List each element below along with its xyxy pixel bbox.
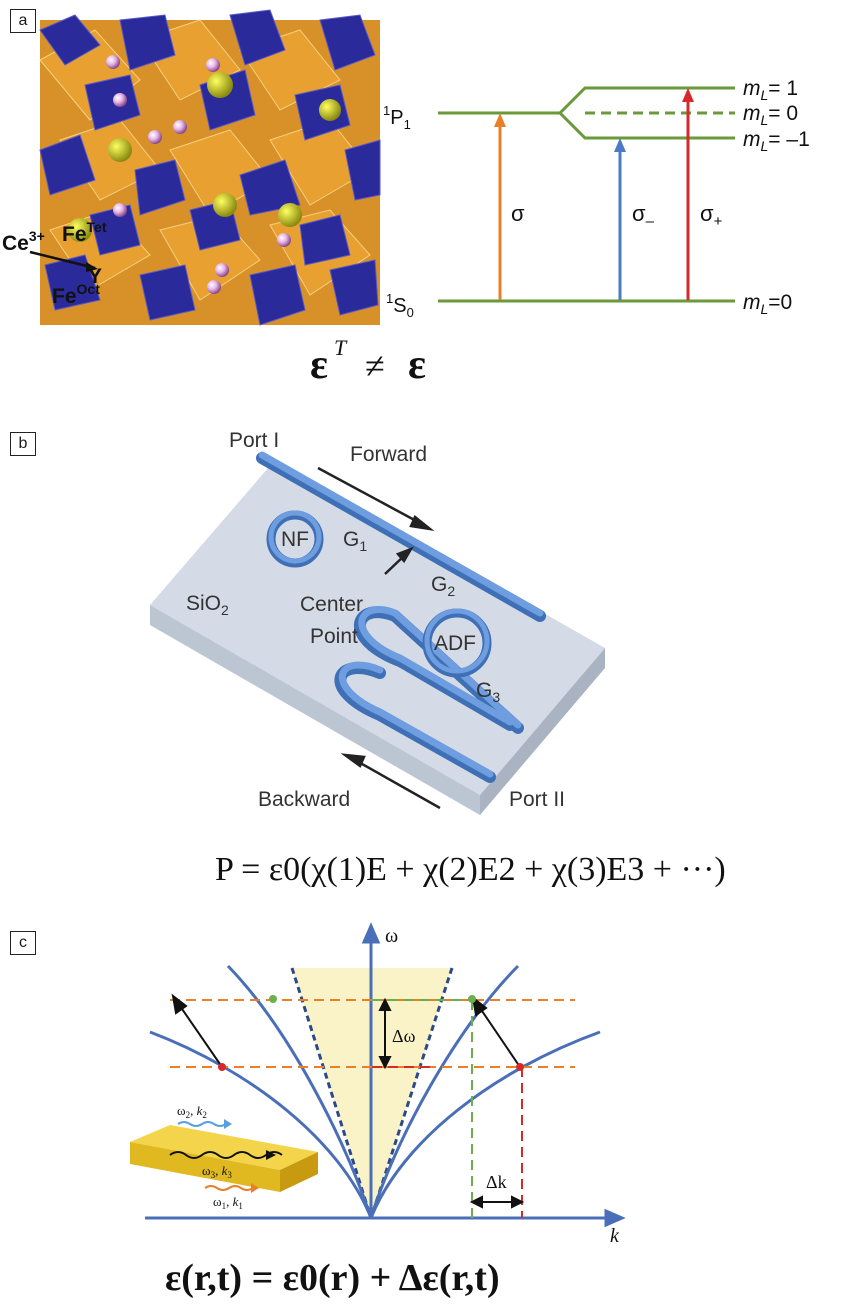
svg-text:FeTet: FeTet: [62, 219, 107, 246]
waveguide-bar: [130, 1119, 318, 1193]
delta-k-label: Δk: [486, 1172, 507, 1192]
transition-arrows: [171, 993, 525, 1209]
energy-level-diagram: [438, 86, 735, 303]
svg-text:mL=0: mL=0: [743, 291, 792, 317]
svg-text:Ce3+: Ce3+: [2, 228, 45, 255]
g2-label: G2: [431, 573, 455, 599]
port-1-label: Port I: [229, 429, 279, 452]
crystal-labels: Ce3+ FeTet Y FeOct: [2, 219, 107, 308]
dispersion-curves: [149, 964, 601, 1219]
crystal-structure: [39, 9, 381, 326]
sio2-chip: [150, 460, 605, 815]
polarization-equation: P = ε0(χ(1)E + χ(2)E2 + χ(3)E3 + ···): [215, 851, 726, 888]
svg-text:FeOct: FeOct: [52, 281, 100, 308]
omega2-k2-label: ω2, k2: [177, 1103, 207, 1120]
svg-text:T: T: [334, 335, 348, 360]
omega3-k3-label: ω3, k3: [202, 1163, 232, 1180]
adf-label: ADF: [434, 632, 476, 655]
state-dots: [218, 995, 524, 1071]
delta-omega-label: Δω: [392, 1026, 416, 1046]
g3-label: G3: [476, 679, 500, 705]
svg-text:≠: ≠: [365, 346, 385, 386]
level-labels: 1P1 1S0 mL= 1 mL= 0 mL= –1 mL=0 σ σ– σ+: [383, 77, 810, 320]
center-label: Center: [300, 593, 363, 616]
panel-b-label: b: [10, 432, 36, 456]
svg-text:1P1: 1P1: [383, 103, 411, 132]
forward-label: Forward: [350, 443, 427, 466]
axes: [145, 922, 626, 1228]
backward-label: Backward: [258, 788, 350, 811]
svg-text:mL= 0: mL= 0: [743, 102, 798, 128]
omega-axis-label: ω: [385, 925, 398, 947]
panel-c-label: c: [10, 931, 36, 955]
svg-text:ε: ε: [310, 342, 328, 388]
svg-text:ε: ε: [408, 342, 426, 388]
waveguides: [256, 451, 546, 783]
k-axis-label: k: [610, 1225, 620, 1247]
svg-text:1S0: 1S0: [386, 291, 414, 320]
panel-c-figure: ω k Δω Δk ω2, k2 ω3, k3 ω1, k1: [130, 922, 626, 1247]
nf-label: NF: [281, 528, 309, 551]
g1-label: G1: [343, 528, 367, 554]
sio2-label: SiO2: [186, 592, 229, 618]
point-label: Point: [310, 625, 358, 648]
svg-text:mL= –1: mL= –1: [743, 128, 810, 154]
time-varying-permittivity-equation: ε(r,t) = ε0(r) + Δε(r,t): [165, 1257, 500, 1299]
panel-a-label: a: [10, 9, 36, 33]
panel-a-figure: Ce3+ FeTet Y FeOct 1P1 1S0 mL= 1 mL= 0 m…: [2, 9, 810, 388]
omega1-k1-label: ω1, k1: [213, 1194, 243, 1211]
guide-lines: [170, 999, 575, 1218]
svg-text:mL= 1: mL= 1: [743, 77, 798, 103]
svg-text:σ–: σ–: [632, 201, 655, 230]
svg-text:σ: σ: [511, 201, 525, 226]
svg-text:σ+: σ+: [700, 201, 723, 230]
panel-b-figure: Port I Forward NF G1 G2 G3 SiO2 Center P…: [150, 429, 605, 815]
svg-text:Y: Y: [88, 265, 102, 288]
direction-arrows: [317, 466, 441, 810]
port-2-label: Port II: [509, 788, 565, 811]
transpose-equation: ε T ≠ ε: [310, 335, 426, 388]
